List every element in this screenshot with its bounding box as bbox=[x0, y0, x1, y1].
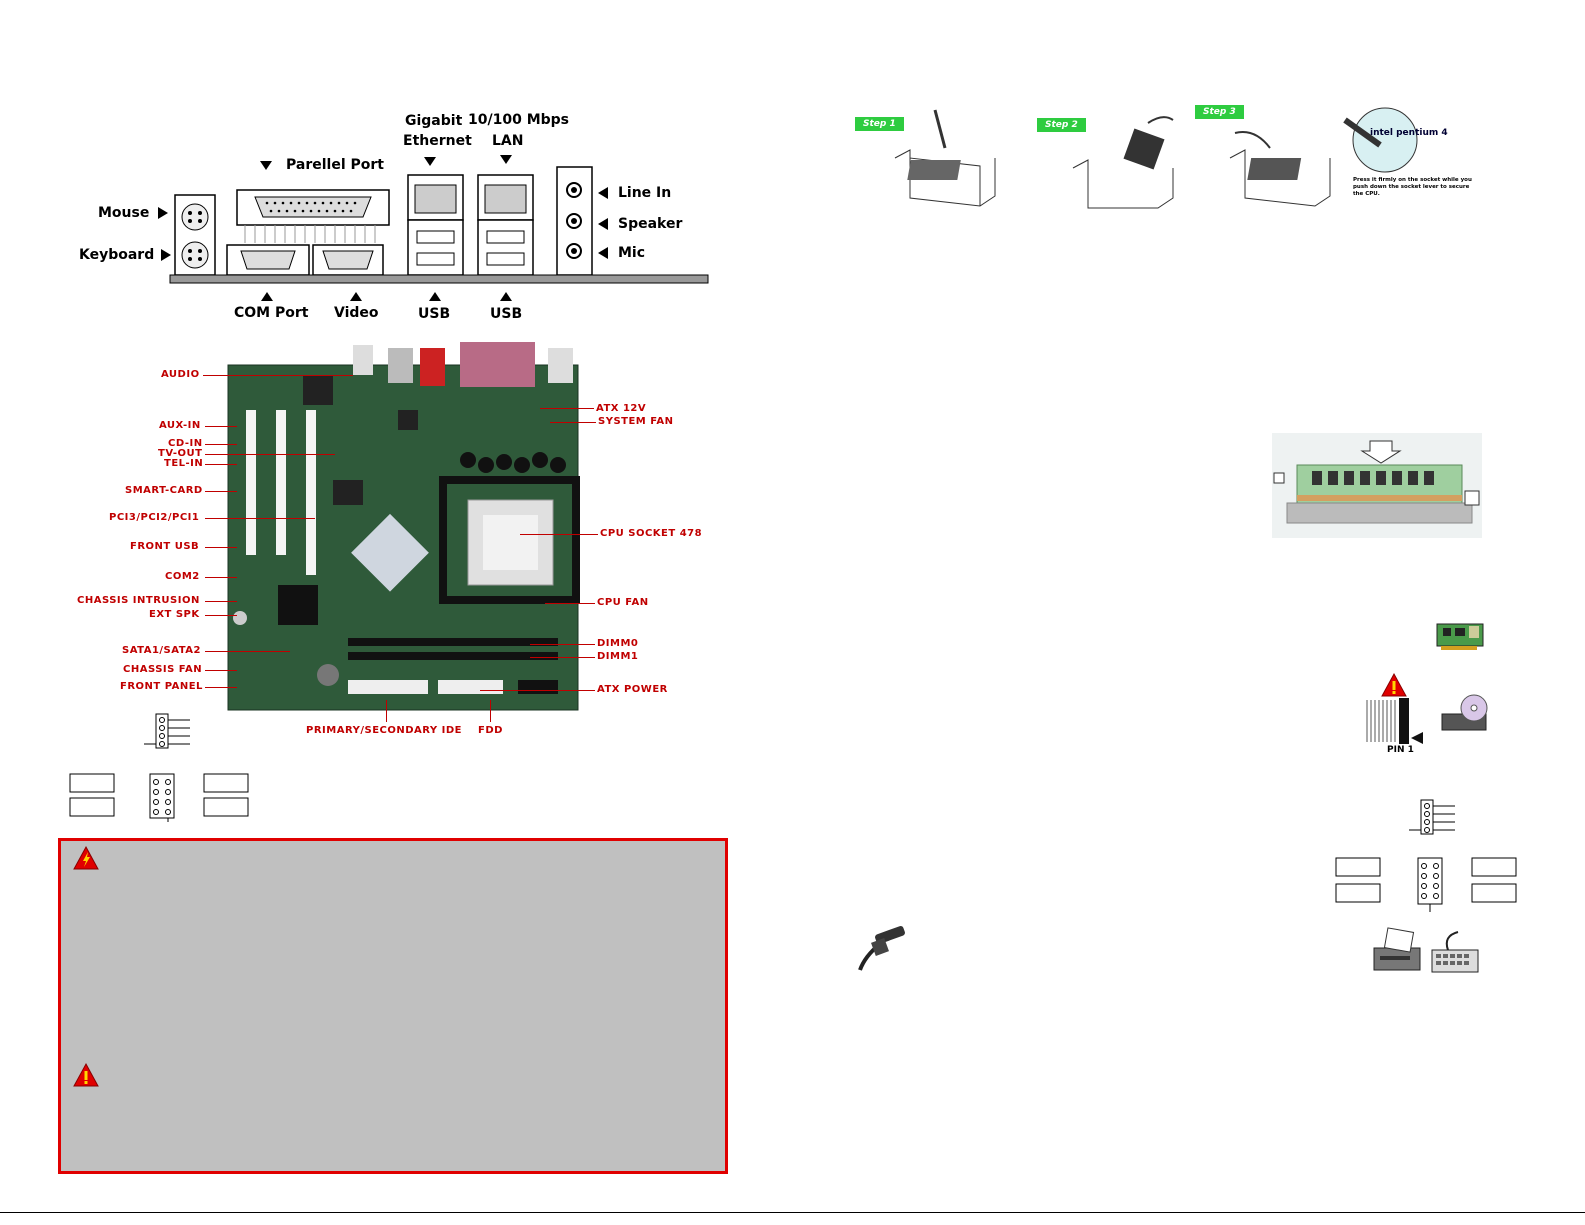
atx12v-label: ATX 12V bbox=[596, 403, 647, 414]
arrow-down-icon bbox=[500, 155, 512, 164]
usb-label-2: USB bbox=[490, 306, 523, 322]
dimm-install-icon bbox=[1272, 433, 1482, 538]
arrow-up-icon bbox=[429, 292, 441, 301]
io-ports-illustration bbox=[169, 166, 709, 284]
parallel-port-label: Parellel Port bbox=[286, 157, 384, 173]
ext-spk-label: EXT SPK bbox=[149, 609, 200, 620]
arrow-left-icon bbox=[598, 247, 608, 259]
cpu-fan-label: CPU FAN bbox=[597, 597, 649, 608]
step1-badge: Step 1 bbox=[855, 117, 904, 131]
sata-label: SATA1/SATA2 bbox=[122, 645, 201, 656]
printer-icon bbox=[1373, 927, 1421, 971]
atx-power-label: ATX POWER bbox=[597, 684, 668, 695]
aux-in-label: AUX-IN bbox=[159, 420, 201, 431]
arrow-down-icon bbox=[424, 157, 436, 166]
ethernet-label: Ethernet bbox=[403, 133, 472, 149]
intel-logo-text: intel pentium 4 bbox=[1370, 128, 1448, 138]
gigabit-label: Gigabit bbox=[405, 113, 463, 129]
pci-label: PCI3/PCI2/PCI1 bbox=[109, 512, 200, 523]
cable-connector-icon bbox=[858, 926, 905, 971]
lan-speed-label: 10/100 Mbps bbox=[468, 112, 570, 128]
arrow-down-icon bbox=[260, 161, 272, 170]
step3-badge: Step 3 bbox=[1195, 105, 1244, 119]
front-panel-label: FRONT PANEL bbox=[120, 681, 203, 692]
dimm0-label: DIMM0 bbox=[597, 638, 639, 649]
smart-card-label: SMART-CARD bbox=[125, 485, 203, 496]
speaker-label: Speaker bbox=[618, 216, 683, 232]
com2-label: COM2 bbox=[165, 571, 200, 582]
pci-card-icon bbox=[1436, 623, 1484, 650]
pin1-label: PIN 1 bbox=[1387, 745, 1414, 755]
arrow-right-icon bbox=[161, 249, 171, 261]
arrow-up-icon bbox=[350, 292, 362, 301]
audio-label: AUDIO bbox=[161, 369, 200, 380]
mic-label: Mic bbox=[618, 245, 646, 261]
electric-warning-icon bbox=[73, 845, 99, 870]
arrow-up-icon bbox=[500, 292, 512, 301]
warning-box bbox=[58, 838, 728, 1174]
cpu-socket-step3-icon bbox=[1229, 131, 1331, 207]
tel-in-label: TEL-IN bbox=[164, 458, 204, 469]
fan-header-pin-icon bbox=[144, 713, 190, 749]
chassis-fan-label: CHASSIS FAN bbox=[123, 664, 203, 675]
motherboard-illustration bbox=[227, 342, 580, 711]
front-usb-label: FRONT USB bbox=[130, 541, 200, 552]
system-fan-label: SYSTEM FAN bbox=[598, 416, 674, 427]
arrow-right-icon bbox=[158, 207, 168, 219]
fdd-label: FDD bbox=[478, 725, 503, 736]
step2-badge: Step 2 bbox=[1037, 118, 1086, 132]
fan-header-pin-icon bbox=[1409, 799, 1455, 835]
dimm1-label: DIMM1 bbox=[597, 651, 639, 662]
cpu-socket-step2-icon bbox=[1072, 116, 1174, 209]
keyboard-label: Keyboard bbox=[79, 247, 155, 263]
arrow-left-icon bbox=[598, 218, 608, 230]
mouse-label: Mouse bbox=[98, 205, 150, 221]
front-panel-pin-icon bbox=[1335, 857, 1517, 912]
intel-cpu-logo-icon: intel pentium 4 bbox=[1343, 107, 1448, 173]
front-panel-pin-icon bbox=[69, 773, 249, 822]
cpu-install-note: Press it firmly on the socket while you … bbox=[1353, 177, 1472, 197]
video-label: Video bbox=[334, 305, 379, 321]
usb-label-1: USB bbox=[418, 306, 451, 322]
cpu-socket-step1-icon bbox=[894, 109, 996, 207]
lan-label: LAN bbox=[492, 133, 524, 149]
cpu-socket-label: CPU SOCKET 478 bbox=[600, 528, 703, 539]
caution-icon bbox=[73, 1062, 99, 1087]
ide-cable-icon bbox=[1366, 698, 1423, 744]
caution-icon bbox=[1381, 672, 1407, 697]
arrow-left-icon bbox=[598, 187, 608, 199]
com-port-label: COM Port bbox=[234, 305, 309, 321]
line-in-label: Line In bbox=[618, 185, 672, 201]
ide-label: PRIMARY/SECONDARY IDE bbox=[306, 725, 462, 736]
tv-out-label: TV-OUT bbox=[158, 448, 203, 459]
keyboard-icon bbox=[1431, 931, 1479, 973]
cd-in-label: CD-IN bbox=[168, 438, 203, 449]
cd-drive-icon bbox=[1441, 694, 1488, 731]
chassis-intrusion-label: CHASSIS INTRUSION bbox=[77, 595, 200, 606]
arrow-up-icon bbox=[261, 292, 273, 301]
